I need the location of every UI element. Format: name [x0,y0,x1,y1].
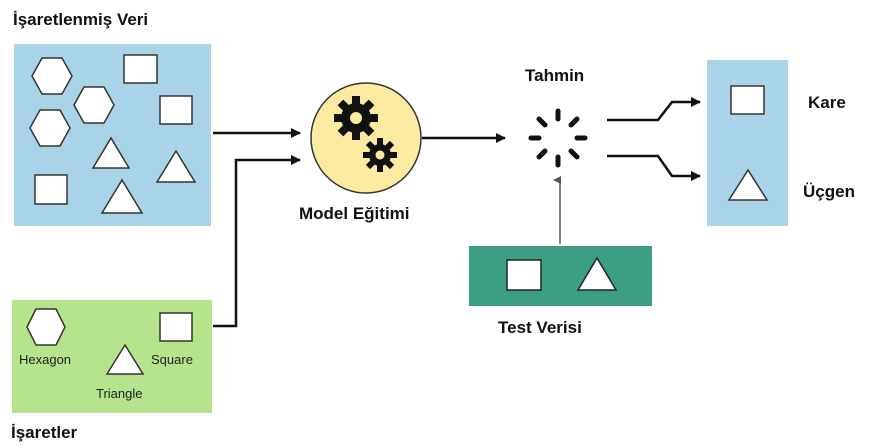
arrow-labels-to-model [213,155,301,328]
model-circle [310,82,422,194]
labeled-data-title: İşaretlenmiş Veri [13,10,149,29]
arrow-to-square [607,97,701,122]
test-data-label: Test Verisi [498,318,582,337]
labels-title: İşaretler [11,423,78,442]
model-training-label: Model Eğitimi [299,204,410,223]
prediction-label: Tahmin [525,66,585,85]
labeled-data-shapes [29,54,197,214]
triangle-legend-label: Triangle [96,386,143,401]
square-legend-label: Square [151,352,193,367]
output-square [730,85,765,115]
test-data-box [469,246,652,306]
triangle-output-label: Üçgen [803,182,855,201]
hexagon-legend-label: Hexagon [19,352,72,367]
arrow-to-triangle [607,154,701,181]
loading-spinner-icon [528,108,588,168]
test-square [506,259,542,291]
gears-icon [334,96,397,172]
output-box [707,60,788,226]
output-triangle [727,168,769,201]
labels-shapes [26,308,193,375]
square-output-label: Kare [808,93,846,112]
test-triangle [576,256,618,291]
